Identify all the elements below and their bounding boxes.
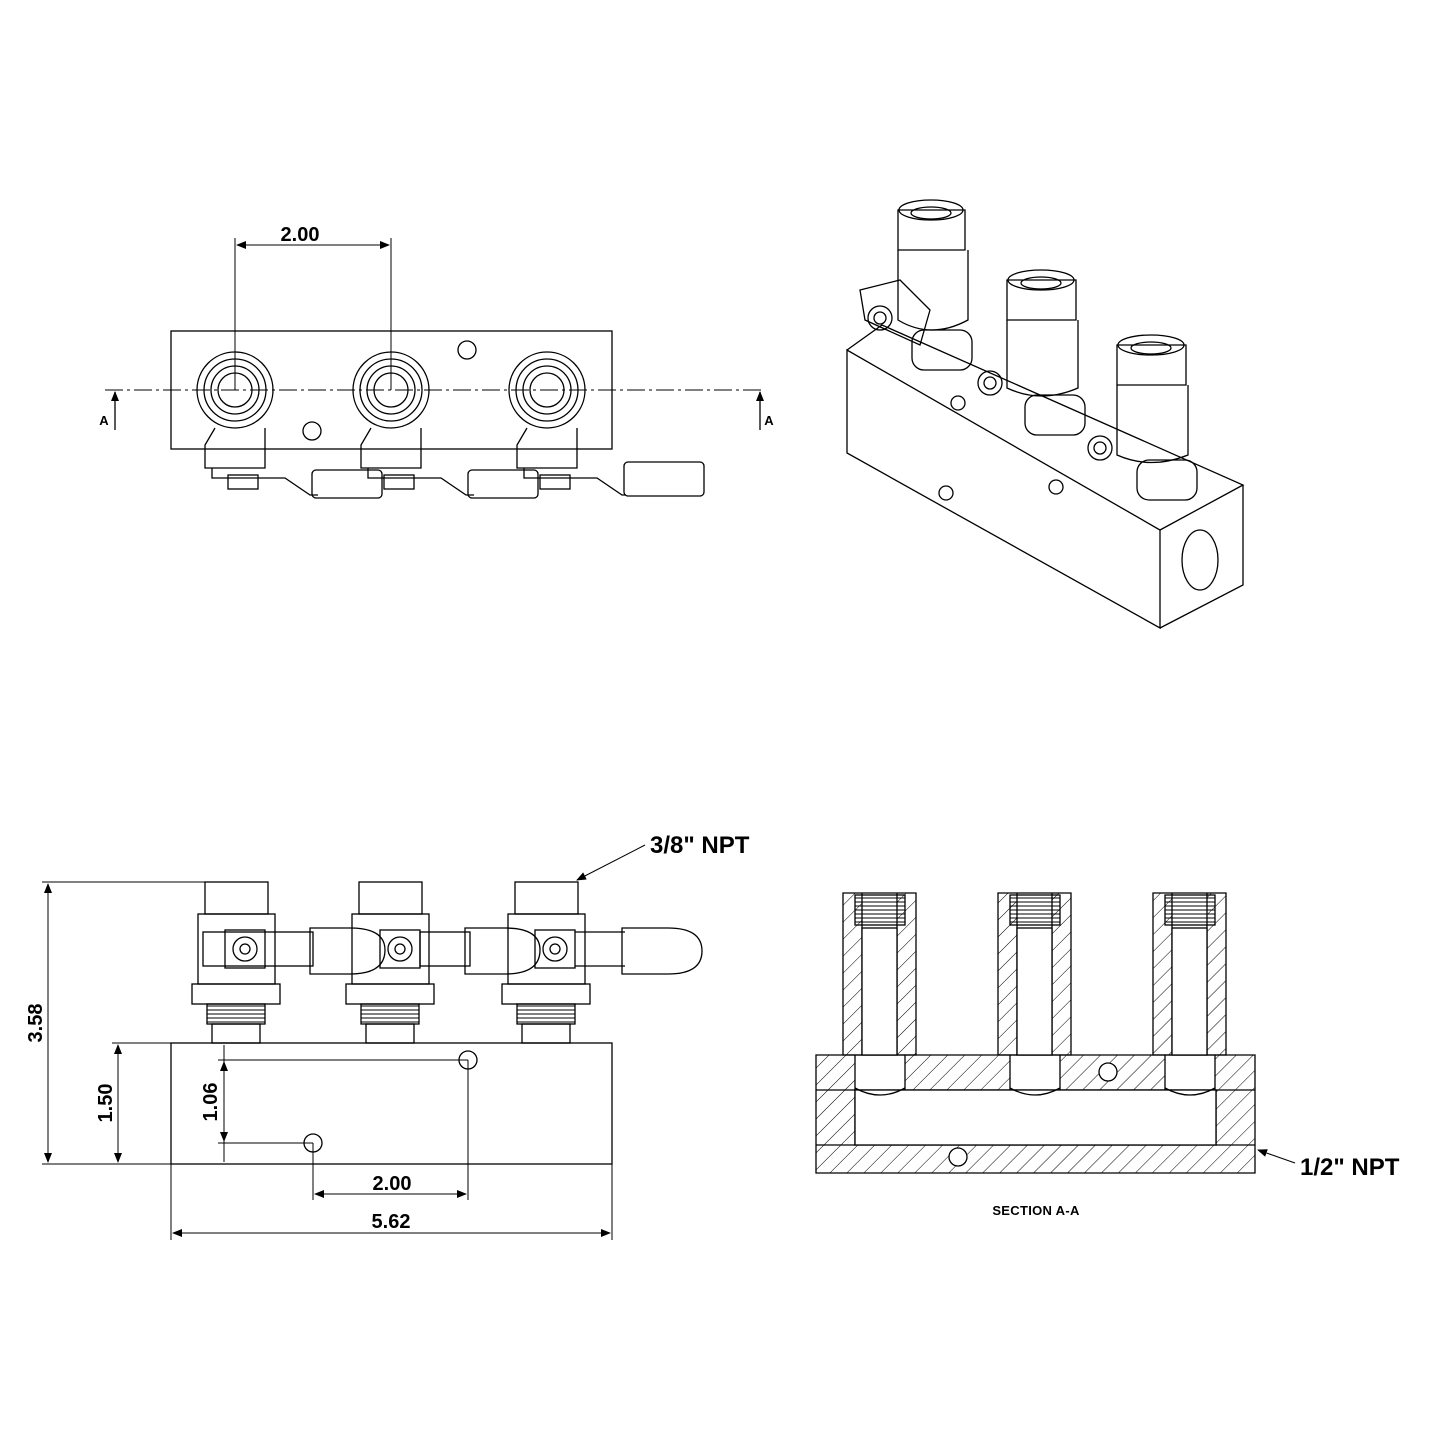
dim-height-body: 1.50 — [95, 1084, 117, 1123]
outlet-thread-callout: 3/8" NPT — [650, 832, 750, 859]
valve-handle-3 — [467, 427, 705, 499]
section-fitting-3 — [1152, 892, 1227, 1056]
section-mark-left: A — [99, 413, 109, 428]
front-view — [42, 844, 703, 1240]
isometric-view — [846, 199, 1245, 630]
valve-handle-2 — [311, 427, 474, 499]
top-view — [105, 238, 765, 499]
section-mark-right: A — [764, 413, 774, 428]
dim-height-overall: 3.58 — [25, 1004, 47, 1043]
dim-length-overall: 5.62 — [372, 1211, 411, 1233]
section-fitting-2 — [997, 892, 1072, 1056]
front-valve-3 — [501, 881, 591, 1044]
iso-valve-3 — [1087, 334, 1198, 501]
section-fitting-1 — [842, 892, 917, 1056]
iso-valve-2 — [977, 269, 1086, 436]
dim-hole-pitch: 2.00 — [373, 1173, 412, 1195]
mount-hole — [302, 421, 322, 441]
iso-valve-1 — [859, 199, 973, 371]
section-view — [815, 892, 1296, 1174]
front-valve-2 — [345, 881, 435, 1044]
valve-handle-1 — [204, 427, 318, 496]
pitch-dim-label: 2.00 — [281, 224, 320, 246]
inlet-thread-callout: 1/2" NPT — [1300, 1154, 1400, 1181]
section-caption: SECTION A-A — [992, 1203, 1080, 1218]
dim-hole-vertical: 1.06 — [200, 1083, 222, 1122]
front-valve-1 — [191, 881, 281, 1044]
manifold-body-front — [170, 1042, 613, 1165]
manifold-body-iso — [846, 348, 1161, 630]
mount-hole — [457, 340, 477, 360]
